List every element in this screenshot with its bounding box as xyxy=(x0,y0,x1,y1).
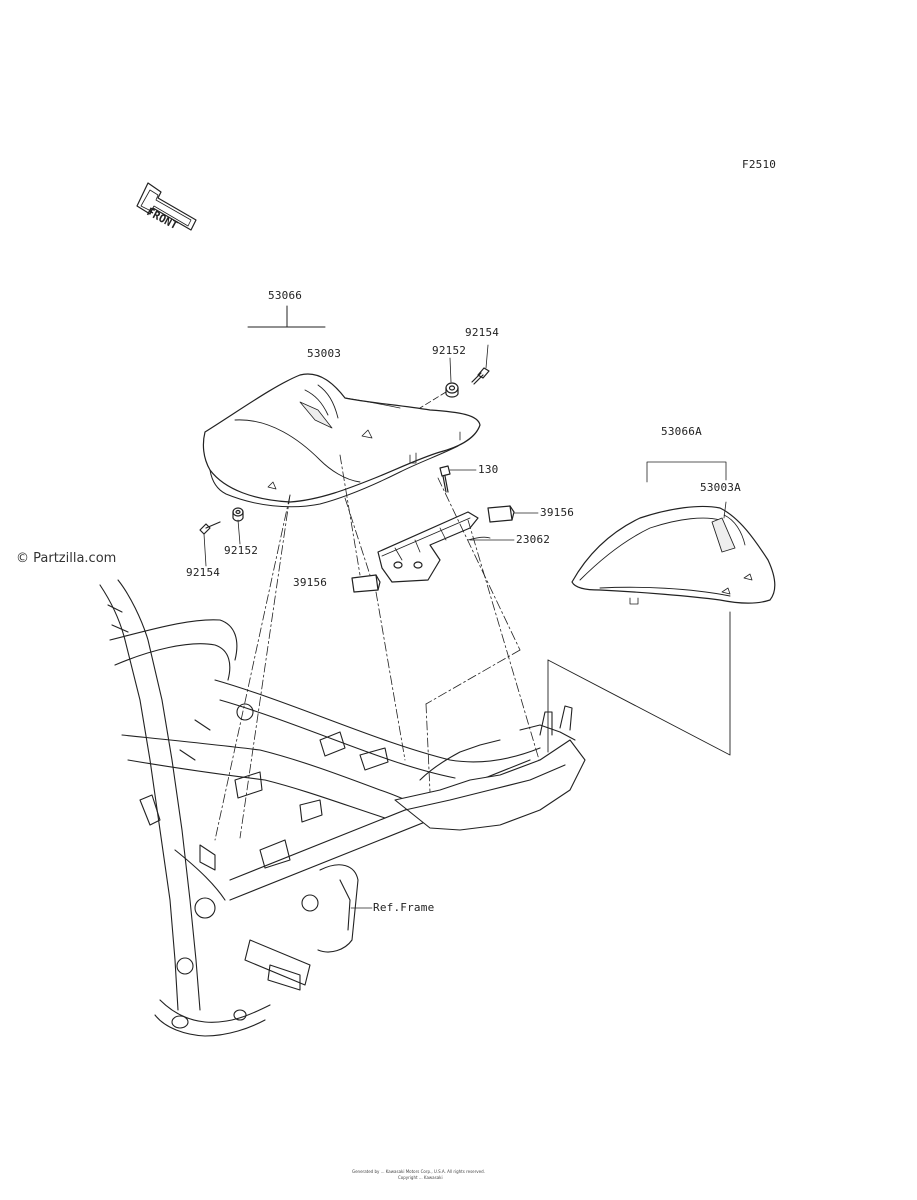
part-label-130[interactable]: 130 xyxy=(478,463,499,476)
collar-92152-upper xyxy=(445,382,459,398)
bolt-130 xyxy=(439,465,451,493)
part-label-92154[interactable]: 92154 xyxy=(465,326,500,339)
bracket-23062 xyxy=(377,511,491,583)
part-label-53066[interactable]: 53066 xyxy=(268,289,303,302)
part-label-92154-lower[interactable]: 92154 xyxy=(186,566,221,579)
part-label-53066A[interactable]: 53066A xyxy=(661,425,702,438)
bracket-53066 xyxy=(247,305,326,328)
collar-92152-lower xyxy=(232,507,244,522)
part-label-53003[interactable]: 53003 xyxy=(307,347,342,360)
part-label-53003A[interactable]: 53003A xyxy=(700,481,741,494)
front-arrow-icon: FRONT xyxy=(136,182,197,232)
main-seat-drawing xyxy=(202,373,481,508)
part-label-39156-left[interactable]: 39156 xyxy=(293,576,328,589)
part-label-92152[interactable]: 92152 xyxy=(432,344,467,357)
bolt-92154-lower xyxy=(199,521,221,535)
damper-39156-right xyxy=(487,505,515,523)
bolt-92154-upper xyxy=(471,367,490,385)
watermark: © Partzilla.com xyxy=(16,551,117,566)
cowl-mount-lines xyxy=(547,611,731,756)
damper-39156-left xyxy=(351,574,381,593)
part-label-39156[interactable]: 39156 xyxy=(540,506,575,519)
diagram-code: F2510 xyxy=(742,158,777,171)
part-label-92152-lower[interactable]: 92152 xyxy=(224,544,259,557)
part-label-23062[interactable]: 23062 xyxy=(516,533,551,546)
footer-line1: Generated by ... Kawasaki Motors Corp., … xyxy=(352,1169,485,1174)
assembly-lines xyxy=(214,454,549,841)
footer-line2: Copyright ... Kawasaki xyxy=(398,1175,443,1180)
leader-lines xyxy=(203,344,727,909)
frame-drawing xyxy=(99,579,586,1037)
seat-cowl-drawing xyxy=(571,505,776,605)
part-label-ref-frame[interactable]: Ref.Frame xyxy=(373,901,435,914)
